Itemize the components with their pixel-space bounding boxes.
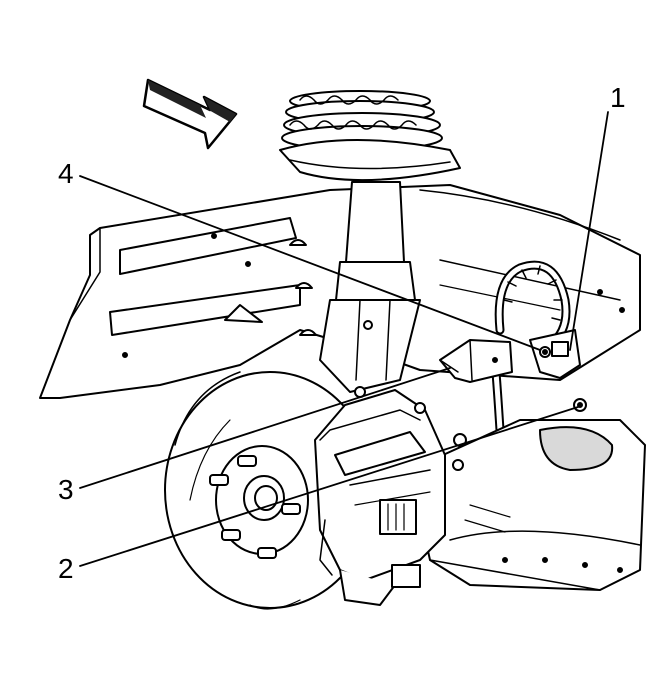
caliper-bracket-bolts: [354, 386, 467, 471]
callout-1: 1: [610, 82, 626, 113]
callout-2: 2: [58, 553, 74, 584]
leader-line-3: [79, 367, 451, 489]
wheel-stud: [209, 455, 301, 559]
callout-4: 4: [58, 158, 74, 189]
spring-seat: [279, 139, 461, 182]
callout-3: 3: [58, 474, 74, 505]
harness-bracket: [439, 339, 513, 383]
leader-line-1: [569, 111, 609, 351]
leader-line-4: [79, 175, 541, 351]
brake-caliper: [314, 389, 446, 606]
lower-control-arm: [409, 419, 646, 591]
leader-line-2: [79, 406, 579, 567]
wheel-speed-sensor-connector: [529, 329, 581, 379]
leader-lines: [79, 111, 609, 567]
strut-assembly: [319, 181, 421, 393]
direction-arrow-icon: [142, 78, 238, 150]
bolt-fastener: [573, 398, 587, 412]
